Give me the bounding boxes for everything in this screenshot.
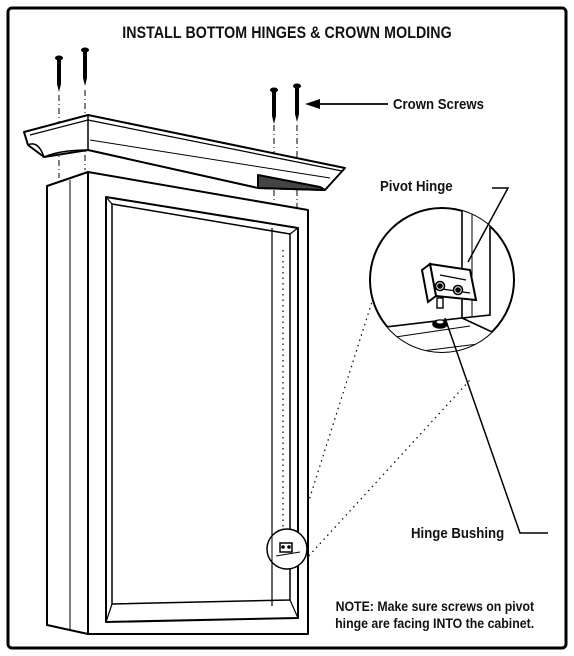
screw-icon [270,87,278,124]
pivot-hinge-label: Pivot Hinge [380,178,453,195]
screw-icon [55,55,63,92]
note-line-2: hinge are facing INTO the cabinet. [335,615,534,631]
screw-icon [81,47,89,86]
cabinet [46,171,309,635]
pivot-hinge-leader [467,187,510,263]
cabinet-hinge-callout [266,528,308,570]
hinge-bushing-leader [444,317,548,534]
diagram-title: INSTALL BOTTOM HINGES & CROWN MOLDING [122,24,452,42]
crown-screws-arrow [305,99,388,109]
screw-icon [293,83,301,122]
crown-screws-label: Crown Screws [393,96,484,113]
crown-molding [23,114,346,191]
crown-screws [55,47,301,124]
installation-note: NOTE: Make sure screws on pivot hinge ar… [335,598,534,632]
hinge-bushing-label: Hinge Bushing [411,525,505,542]
note-line-1: NOTE: Make sure screws on pivot [335,598,534,614]
